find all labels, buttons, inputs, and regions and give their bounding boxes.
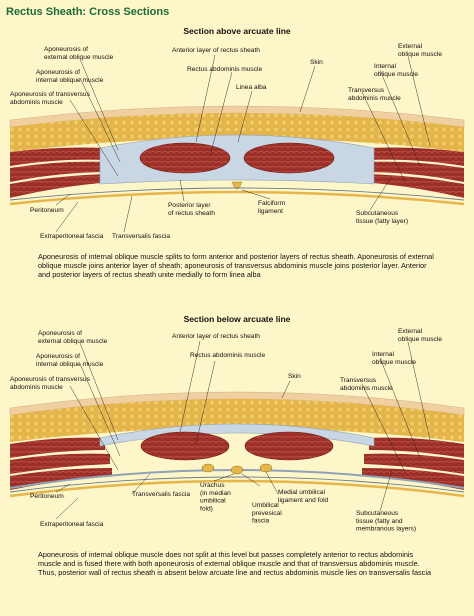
upper-caption: Aponeurosis of internal oblique muscle s… [38,252,434,279]
lower-rectus-right [244,431,334,461]
lower-section-heading: Section below arcuate line [183,314,291,324]
lower-label-extraperitoneal: Extraperitoneal fascia [40,521,104,528]
lower-label-skin: Skin [288,373,301,380]
upper-label-extraperitoneal: Extraperitoneal fascia [40,233,104,240]
lower-right-internal-oblique [364,453,464,474]
upper-label-rectus-abdominis: Rectus abdominis muscle [187,66,262,73]
upper-rectus-left [139,142,231,174]
lower-fat-layer [10,399,464,442]
upper-falciform-ligament [231,181,243,190]
upper-label-aponeurosis-external-l2: external oblique muscle [44,54,114,61]
upper-left-transversus [10,174,112,198]
upper-label-transversalis: Transversalis fascia [112,233,170,240]
lower-label-anterior-layer: Anterior layer of rectus sheath [172,333,260,340]
upper-fat-layer [10,113,464,152]
upper-label-anterior-layer: Anterior layer of rectus sheath [172,47,260,54]
lower-peritoneum-line [9,476,465,493]
lower-right-external-oblique [369,437,464,458]
lower-urachus-fold [230,465,244,475]
upper-left-internal-oblique [10,161,110,182]
lower-label-peritoneum: Peritoneum [30,493,64,500]
page-title: Rectus Sheath: Cross Sections [6,6,170,18]
upper-label-aponeurosis-external-l1: Aponeurosis of [44,46,88,53]
upper-section-heading: Section above arcuate line [183,26,291,36]
lower-medial-umbilical-fold-right [259,463,273,473]
upper-label-linea-alba: Linea alba [236,84,267,91]
lower-label-transversalis: Transversalis fascia [132,491,190,498]
upper-label-skin: Skin [310,59,323,66]
upper-peritoneum-line [9,187,465,201]
lower-left-external-oblique [10,437,105,458]
upper-label-peritoneum: Peritoneum [30,207,64,214]
upper-right-internal-oblique [364,161,464,182]
lower-rectus-left [140,431,230,461]
upper-right-transversus [362,174,464,198]
lower-left-internal-oblique [10,453,110,474]
upper-rectus-right [243,142,335,174]
upper-left-external-oblique [10,147,105,166]
lower-extraperitoneal-band [9,479,465,498]
upper-right-external-oblique [369,147,464,166]
lower-label-rectus-abdominis: Rectus abdominis muscle [190,352,265,359]
lower-medial-umbilical-fold-left [201,463,215,473]
lower-caption: Aponeurosis of internal oblique muscle d… [38,550,432,577]
upper-extraperitoneal-band [9,190,465,206]
